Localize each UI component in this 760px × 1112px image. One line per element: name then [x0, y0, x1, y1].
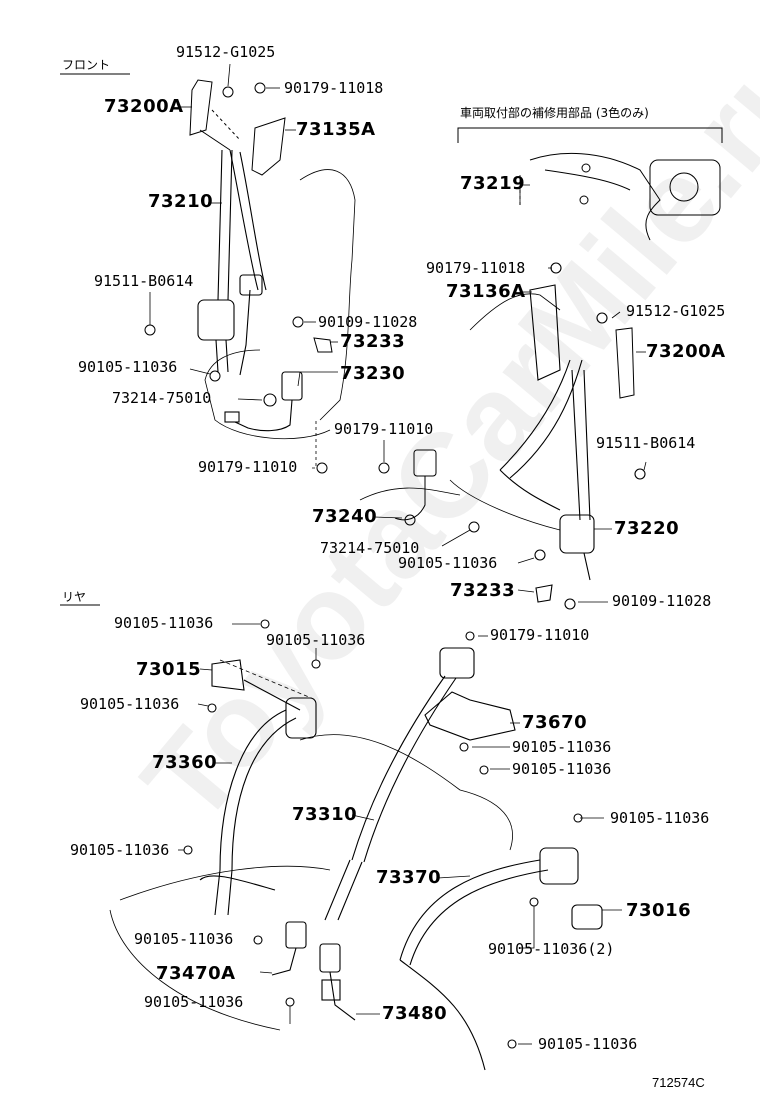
- part-label: 73310: [292, 804, 358, 825]
- part-label: 90179-11018: [426, 259, 526, 277]
- part-label: 73470A: [156, 963, 236, 984]
- 73200a-left-bracket: [189, 79, 266, 151]
- part-label: 73220: [614, 518, 680, 539]
- part-label: 73480: [382, 1003, 448, 1024]
- part-label: 91512-G1025: [176, 43, 276, 61]
- 73200a-right-bracket: [615, 327, 635, 399]
- front-left-belt: [197, 149, 303, 432]
- part-label: 90105-11036: [538, 1035, 638, 1053]
- part-label: 73219: [460, 173, 526, 194]
- part-label: 73370: [376, 867, 442, 888]
- part-label: 90179-11018: [284, 79, 384, 97]
- part-label: 90105-11036: [266, 631, 366, 649]
- part-label: 90105-11036: [134, 930, 234, 948]
- section-rear-label: リヤ: [62, 590, 87, 604]
- 73135a-cover: [251, 117, 286, 176]
- part-label: 90105-11036: [70, 841, 170, 859]
- part-label: 90105-11036: [80, 695, 180, 713]
- front-right-belt: [499, 262, 646, 610]
- part-label: 73214-75010: [320, 539, 420, 557]
- part-label: 90105-11036: [398, 554, 498, 572]
- front-left-seat-outline: [204, 169, 356, 440]
- part-label: 91511-B0614: [596, 434, 696, 452]
- part-label: 73015: [136, 659, 202, 680]
- part-label: 73200A: [646, 341, 726, 362]
- part-label: 90179-11010: [490, 626, 590, 644]
- part-label: 90179-11010: [198, 458, 298, 476]
- part-label: 73360: [152, 752, 218, 773]
- part-label: 90105-11036: [610, 809, 710, 827]
- leader-lines: [149, 63, 647, 1045]
- part-label: 90105-11036: [144, 993, 244, 1011]
- part-label: 73210: [148, 191, 214, 212]
- part-label: 90109-11028: [318, 313, 418, 331]
- 73219-repair-part: [519, 153, 721, 241]
- part-label: 73016: [626, 900, 692, 921]
- drawing-number: 712574C: [652, 1075, 705, 1090]
- front-right-seat-outline: [449, 293, 561, 531]
- part-label: 73136A: [446, 281, 526, 302]
- part-label: 90105-11036: [114, 614, 214, 632]
- part-label: 90105-11036: [512, 760, 612, 778]
- part-label: 73670: [522, 712, 588, 733]
- part-label: 73214-75010: [112, 389, 212, 407]
- part-label: 91512-G1025: [626, 302, 726, 320]
- rear-seat-outline: [109, 734, 513, 1031]
- part-label: 73233: [340, 331, 406, 352]
- part-label: 90105-11036: [78, 358, 178, 376]
- part-label: 90109-11028: [612, 592, 712, 610]
- part-label: 73200A: [104, 96, 184, 117]
- part-label: 91511-B0614: [94, 272, 194, 290]
- 73240-buckle: [359, 449, 480, 533]
- part-label: 73230: [340, 363, 406, 384]
- section-repair-parts-label: 車両取付部の補修用部品 (3色のみ): [460, 106, 649, 120]
- part-label: 90105-11036: [512, 738, 612, 756]
- part-label: 73135A: [296, 119, 376, 140]
- part-label: 90105-11036(2): [488, 940, 615, 958]
- section-front-label: フロント: [62, 58, 111, 72]
- rear-belts: [183, 619, 603, 1071]
- part-label: 73240: [312, 506, 378, 527]
- part-label: 73233: [450, 580, 516, 601]
- part-label: 90179-11010: [334, 420, 434, 438]
